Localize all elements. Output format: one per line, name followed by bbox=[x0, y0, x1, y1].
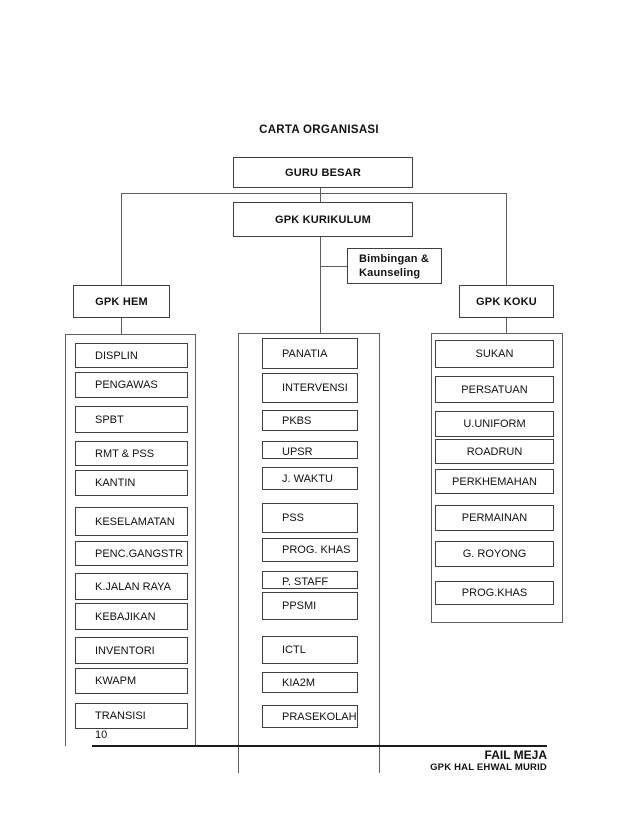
unit-box-roadrun: ROADRUN bbox=[435, 439, 554, 464]
hem-units-container bbox=[65, 334, 196, 746]
footer-rule bbox=[92, 745, 547, 747]
unit-box-pengawas: PENGAWAS bbox=[75, 372, 188, 398]
unit-box-prog-khas-koku: PROG.KHAS bbox=[435, 581, 554, 605]
koku-units-container bbox=[431, 333, 563, 623]
connector-line bbox=[506, 318, 507, 333]
unit-box-transisi: TRANSISI bbox=[75, 703, 188, 729]
unit-box-k-jalan-raya: K.JALAN RAYA bbox=[75, 573, 188, 600]
unit-box-g-royong: G. ROYONG bbox=[435, 541, 554, 567]
unit-box-perkhemahan: PERKHEMAHAN bbox=[435, 469, 554, 494]
unit-box-prog-khas-kurikulum: PROG. KHAS bbox=[262, 538, 358, 562]
unit-box-kwapm: KWAPM bbox=[75, 668, 188, 694]
unit-box-pkbs: PKBS bbox=[262, 410, 358, 431]
unit-box-keselamatan: KESELAMATAN bbox=[75, 507, 188, 536]
kurikulum-units-container bbox=[238, 333, 380, 773]
bimbingan-label-line1: Bimbingan & bbox=[359, 253, 430, 265]
node-gpk-hem: GPK HEM bbox=[73, 285, 170, 318]
unit-box-p-staff: P. STAFF bbox=[262, 571, 358, 589]
node-gpk-koku: GPK KOKU bbox=[459, 285, 554, 318]
page-title: CARTA ORGANISASI bbox=[259, 124, 379, 136]
connector-line bbox=[320, 188, 321, 202]
unit-box-penc-gangstr: PENC.GANGSTR bbox=[75, 541, 188, 566]
unit-box-kebajikan: KEBAJIKAN bbox=[75, 603, 188, 630]
connector-line bbox=[320, 266, 347, 267]
unit-box-upsr: UPSR bbox=[262, 441, 358, 459]
unit-box-rmt-pss: RMT & PSS bbox=[75, 441, 188, 466]
node-gpk-kurikulum: GPK KURIKULUM bbox=[233, 202, 413, 237]
unit-box-persatuan: PERSATUAN bbox=[435, 376, 554, 403]
footer-subtitle: GPK HAL EHWAL MURID bbox=[430, 762, 547, 773]
page-number: 10 bbox=[95, 729, 108, 741]
connector-line bbox=[121, 193, 507, 194]
unit-box-ppsmi: PPSMI bbox=[262, 592, 358, 620]
unit-box-kantin: KANTIN bbox=[75, 470, 188, 496]
unit-box-u-uniform: U.UNIFORM bbox=[435, 411, 554, 437]
unit-box-intervensi: INTERVENSI bbox=[262, 373, 358, 403]
unit-box-prasekolah: PRASEKOLAH bbox=[262, 705, 358, 728]
unit-box-pss: PSS bbox=[262, 503, 358, 533]
connector-line bbox=[121, 193, 122, 285]
connector-line bbox=[506, 193, 507, 285]
unit-box-inventori: INVENTORI bbox=[75, 637, 188, 664]
unit-box-permainan: PERMAINAN bbox=[435, 505, 554, 531]
unit-box-panatia: PANATIA bbox=[262, 338, 358, 369]
unit-box-kia2m: KIA2M bbox=[262, 672, 358, 693]
node-guru-besar: GURU BESAR bbox=[233, 157, 413, 188]
connector-line bbox=[320, 237, 321, 333]
unit-box-ictl: ICTL bbox=[262, 636, 358, 664]
bimbingan-label-line2: Kaunseling bbox=[359, 267, 421, 279]
footer-title: FAIL MEJA bbox=[484, 748, 547, 762]
unit-box-displin: DISPLIN bbox=[75, 343, 188, 368]
connector-line bbox=[121, 318, 122, 334]
node-bimbingan-kaunseling: Bimbingan & Kaunseling bbox=[347, 248, 442, 284]
unit-box-sukan: SUKAN bbox=[435, 340, 554, 368]
unit-box-spbt: SPBT bbox=[75, 406, 188, 433]
unit-box-j-waktu: J. WAKTU bbox=[262, 467, 358, 490]
